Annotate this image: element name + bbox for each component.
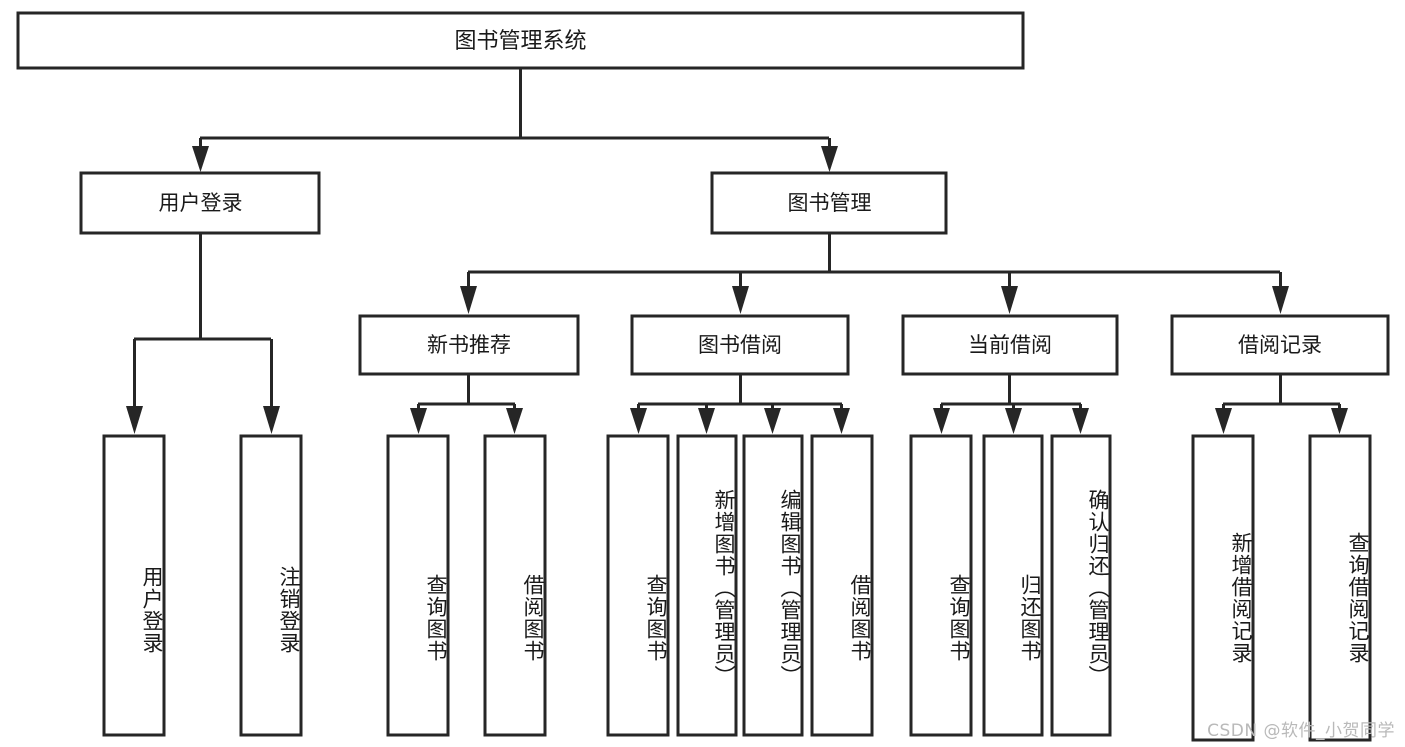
node-new-book-rec-rect[interactable]: [358, 314, 580, 376]
arrow-head-leaf-logout: [263, 406, 280, 434]
node-borrow-record-rect[interactable]: [1170, 314, 1390, 376]
arrow-head-leaf-borrow-book-1: [506, 408, 523, 434]
node-book-manage-label: 图书管理: [788, 191, 872, 215]
connector-group-new-book-rec: [410, 374, 523, 434]
arrow-head-new-book-rec: [460, 286, 477, 314]
node-borrow-record-label: 借阅记录: [1238, 333, 1322, 357]
connector-group-user-login: [126, 233, 280, 434]
leaf-query-book-1-rect[interactable]: [386, 434, 450, 737]
node-book-borrow-rect[interactable]: [630, 314, 850, 376]
arrow-head-leaf-return-book: [1005, 408, 1022, 434]
leaf-query-book-2-rect[interactable]: [606, 434, 670, 737]
node-new-book-rec-label: 新书推荐: [427, 333, 511, 357]
node-root-rect[interactable]: [16, 11, 1025, 70]
arrow-head-leaf-edit-book: [764, 408, 781, 434]
arrow-head-leaf-add-book: [698, 408, 715, 434]
node-book-borrow[interactable]: 图书借阅: [630, 314, 850, 376]
leaf-borrow-book-1-rect[interactable]: [483, 434, 547, 737]
arrow-head-leaf-query-record: [1331, 408, 1348, 434]
arrow-head-borrow-record: [1272, 286, 1289, 314]
arrow-head-leaf-query-book-3: [933, 408, 950, 434]
node-current-borrow-label: 当前借阅: [968, 333, 1052, 357]
node-book-manage[interactable]: 图书管理: [710, 171, 948, 235]
node-new-book-rec[interactable]: 新书推荐: [358, 314, 580, 376]
connector-group-current-borrow: [933, 374, 1089, 434]
leaf-borrow-book-2-rect[interactable]: [810, 434, 874, 737]
leaf-return-book-rect[interactable]: [982, 434, 1044, 737]
connector-group-book-borrow: [630, 374, 850, 434]
arrow-head-leaf-user-login: [126, 406, 143, 434]
node-current-borrow-rect[interactable]: [901, 314, 1119, 376]
node-borrow-record[interactable]: 借阅记录: [1170, 314, 1390, 376]
leaf-add-book-rect[interactable]: [676, 434, 738, 737]
arrow-head-leaf-add-record: [1215, 408, 1232, 434]
leaf-query-record-rect[interactable]: [1308, 434, 1372, 742]
leaf-boxes-group: [102, 434, 1372, 742]
arrow-head-leaf-confirm-return: [1072, 408, 1089, 434]
leaf-query-book-3-rect[interactable]: [909, 434, 973, 737]
node-book-manage-rect[interactable]: [710, 171, 948, 235]
arrow-head-user-login: [192, 146, 209, 172]
arrow-head-book-borrow: [732, 286, 749, 314]
leaf-add-record-rect[interactable]: [1191, 434, 1255, 742]
connector-group-borrow-record: [1215, 374, 1348, 434]
arrow-head-current-borrow: [1001, 286, 1018, 314]
arrow-head-leaf-query-book-1: [410, 408, 427, 434]
arrow-head-leaf-query-book-2: [630, 408, 647, 434]
arrow-head-leaf-borrow-book-2: [833, 408, 850, 434]
leaf-confirm-return-rect[interactable]: [1050, 434, 1112, 737]
csdn-watermark: CSDN @软件_小贺同学: [1207, 721, 1395, 741]
arrow-head-book-manage: [821, 146, 838, 172]
connector-group-root: [192, 68, 838, 172]
node-root-label: 图书管理系统: [454, 29, 586, 54]
connector-group-book-manage: [460, 233, 1289, 314]
leaf-edit-book-rect[interactable]: [742, 434, 804, 737]
node-root[interactable]: 图书管理系统: [16, 11, 1025, 70]
node-user-login[interactable]: 用户登录: [79, 171, 321, 235]
node-user-login-label: 用户登录: [159, 191, 243, 215]
leaf-logout-rect[interactable]: [239, 434, 303, 737]
leaf-user-login-rect[interactable]: [102, 434, 166, 737]
node-current-borrow[interactable]: 当前借阅: [901, 314, 1119, 376]
node-user-login-rect[interactable]: [79, 171, 321, 235]
node-book-borrow-label: 图书借阅: [698, 333, 782, 357]
